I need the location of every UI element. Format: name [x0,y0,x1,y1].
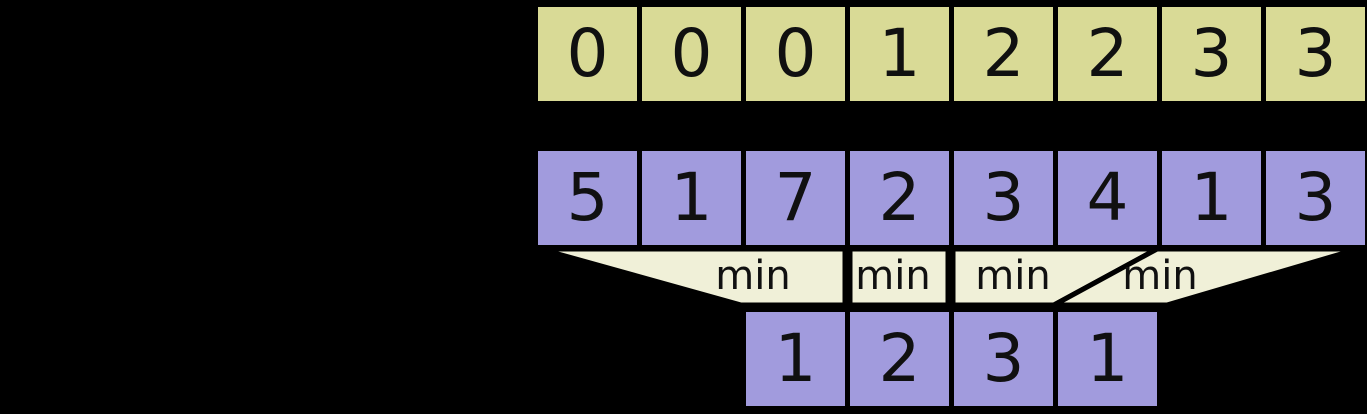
array-cell: 1 [637,151,741,245]
array-cell: 4 [1053,151,1157,245]
block-index-cell: 2 [949,7,1053,101]
block-index-cell: 3 [1261,7,1365,101]
min-funnel-shape-2 [847,246,951,308]
block-index-cell: 0 [637,7,741,101]
array-cell: 1 [1157,151,1261,245]
min-label: min [1122,253,1197,299]
block-min-row: 1 2 3 1 [741,307,1162,411]
block-index-row: 0 0 0 1 2 2 3 3 [533,2,1367,106]
block-min-cell: 1 [741,312,845,406]
block-min-cell: 1 [1053,312,1157,406]
block-index-cell: 2 [1053,7,1157,101]
array-cell: 3 [949,151,1053,245]
min-funnel-shape-1 [539,246,848,308]
min-label: min [855,253,930,299]
block-index-cell: 0 [533,7,637,101]
array-cell: 5 [533,151,637,245]
block-index-cell: 1 [845,7,949,101]
block-min-cell: 2 [845,312,949,406]
min-label: min [715,253,790,299]
block-index-cell: 3 [1157,7,1261,101]
min-funnel-shape-4 [1052,246,1359,308]
array-cell: 3 [1261,151,1365,245]
min-label: min [975,253,1050,299]
block-min-cell: 3 [949,312,1053,406]
block-index-cell: 0 [741,7,845,101]
array-row: 5 1 7 2 3 4 1 3 [533,146,1367,250]
array-cell: 7 [741,151,845,245]
array-cell: 2 [845,151,949,245]
